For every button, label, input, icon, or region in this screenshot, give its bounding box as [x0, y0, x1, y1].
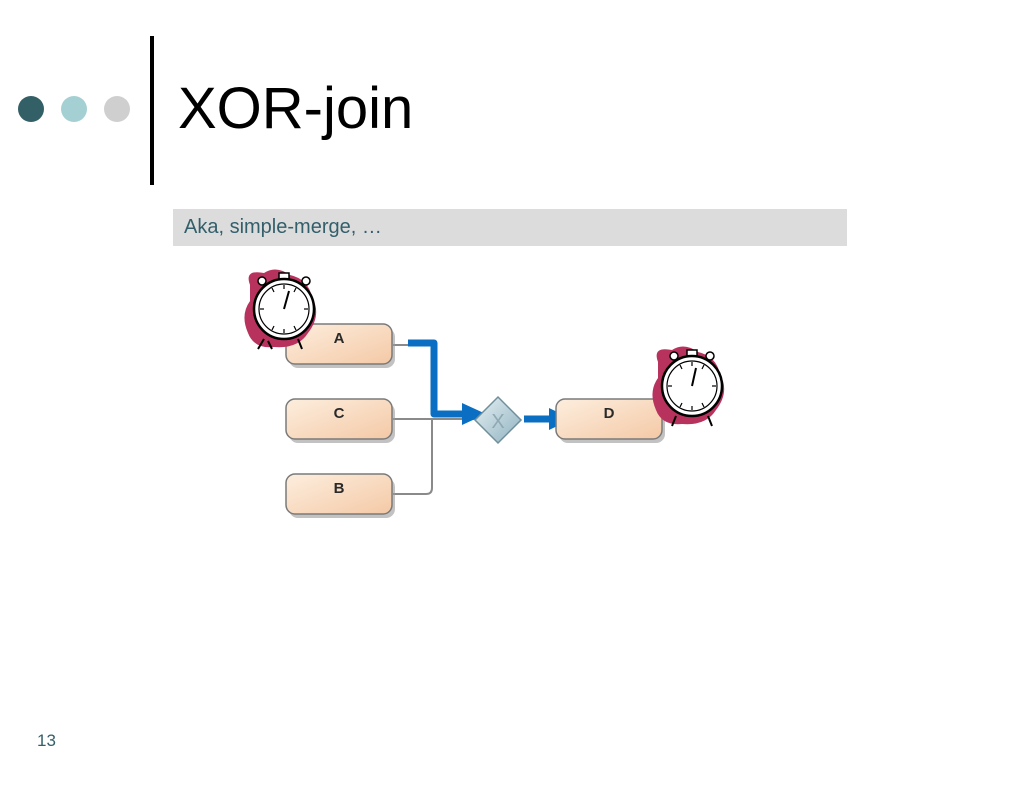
stopwatch-icon: [244, 269, 317, 350]
task-b: B: [285, 473, 395, 518]
dot-dark: [18, 96, 44, 122]
flow-b: [393, 419, 433, 495]
task-c: C: [285, 398, 395, 443]
xor-gateway: X: [473, 395, 523, 445]
subtitle-text: Aka, simple-merge, …: [184, 216, 382, 238]
stopwatch-icon: [652, 346, 725, 427]
task-a: A: [285, 323, 395, 368]
subtitle-bar: Aka, simple-merge, …: [173, 209, 847, 246]
task-c-label: C: [334, 405, 345, 422]
decorative-dots: [18, 96, 130, 122]
task-d-label: D: [604, 405, 615, 422]
task-a-label: A: [334, 330, 345, 347]
task-d: D: [555, 398, 665, 443]
dot-mid: [61, 96, 87, 122]
xor-gateway-label: X: [491, 411, 504, 433]
flow-a-arrowhead: [462, 403, 486, 425]
title-divider: [150, 36, 154, 185]
dot-light: [104, 96, 130, 122]
task-b-label: B: [334, 480, 345, 497]
page-number: 13: [37, 731, 56, 750]
slide-title: XOR-join: [178, 76, 414, 141]
flow-a-active: [408, 339, 466, 418]
